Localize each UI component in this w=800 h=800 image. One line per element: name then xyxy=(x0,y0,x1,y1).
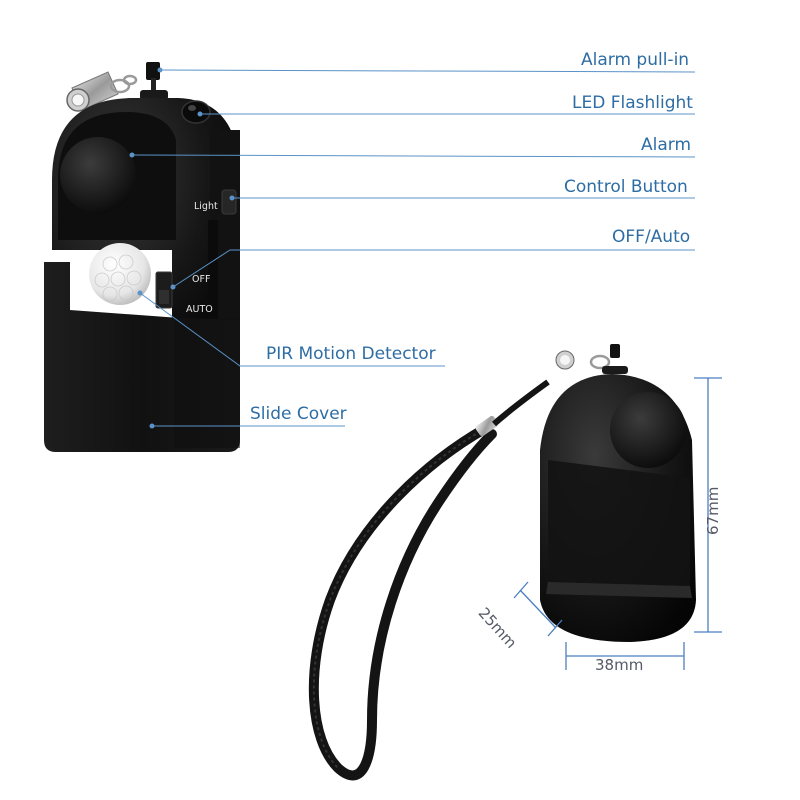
secondary-device xyxy=(308,344,696,781)
label-alarm-pull-in: Alarm pull-in xyxy=(581,50,690,70)
label-led-flashlight: LED Flashlight xyxy=(572,93,693,113)
label-control-button: Control Button xyxy=(564,177,688,197)
label-slide-cover: Slide Cover xyxy=(250,404,347,424)
auto-marking: AUTO xyxy=(186,304,213,315)
label-pir-motion-detector: PIR Motion Detector xyxy=(266,344,436,364)
label-alarm: Alarm xyxy=(641,135,692,155)
light-marking: Light xyxy=(194,201,218,212)
label-off-auto: OFF/Auto xyxy=(612,227,691,247)
key-ring xyxy=(109,74,138,94)
callout-lines xyxy=(131,69,696,427)
lanyard xyxy=(308,423,497,781)
alarm-speaker xyxy=(60,137,136,213)
led-clip xyxy=(66,71,119,112)
dimension-height: 67mm xyxy=(704,486,722,535)
alarm-pull-pin xyxy=(140,62,168,100)
callout-dots xyxy=(129,67,235,429)
dimension-lines xyxy=(513,377,722,670)
flashlight-lens xyxy=(181,100,211,124)
control-button xyxy=(221,189,237,215)
dimension-width: 38mm xyxy=(595,656,644,674)
main-device xyxy=(44,62,240,452)
off-marking: OFF xyxy=(192,274,211,285)
secondary-speaker xyxy=(610,392,686,468)
